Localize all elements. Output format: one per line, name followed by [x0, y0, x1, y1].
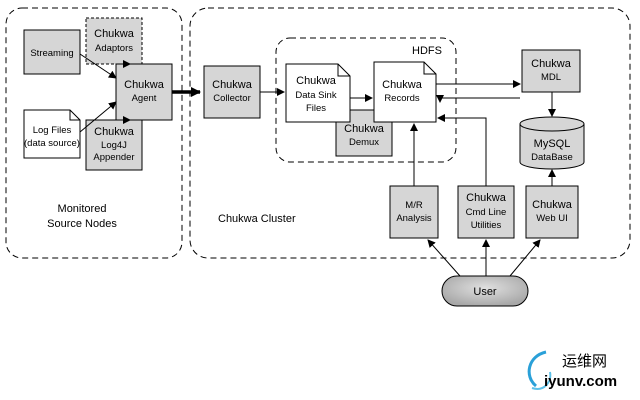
watermark-swirl-icon: 运维网 iyunv.com	[527, 350, 617, 390]
webui-label-2: Web UI	[536, 213, 568, 224]
adaptors-label-1: Chukwa	[94, 28, 135, 40]
adaptors-node: Chukwa Adaptors	[85, 17, 143, 65]
mdl-label-1: Chukwa	[531, 58, 572, 70]
edge-streaming-agent	[79, 53, 117, 79]
webui-label-1: Chukwa	[532, 199, 573, 211]
records-label-2: Records	[384, 93, 420, 104]
streaming-node: Streaming	[23, 29, 81, 75]
log4j-label-3: Appender	[93, 152, 134, 163]
source-nodes-label-2: Source Nodes	[47, 218, 117, 230]
mysql-database-node: MySQL DataBase	[519, 116, 585, 170]
edge-logfiles-agent	[79, 101, 117, 133]
demux-label-2: Demux	[349, 137, 379, 148]
edge-cmd-records	[437, 114, 487, 186]
watermark-brand: 运维网	[562, 353, 607, 370]
agent-label-2: Agent	[132, 93, 157, 104]
mr-label-1: M/R	[405, 200, 423, 211]
log-files-node: Log Files (data source)	[23, 109, 81, 159]
user-node: User	[441, 275, 529, 307]
log4j-label-1: Chukwa	[94, 126, 135, 138]
mdl-node: Chukwa MDL	[521, 49, 581, 93]
cmd-label-3: Utilities	[471, 220, 502, 231]
demux-node: Chukwa Demux	[335, 109, 393, 157]
agent-node: Chukwa Agent	[115, 63, 173, 121]
source-nodes-label-1: Monitored	[58, 203, 107, 215]
log-files-label-1: Log Files	[33, 125, 72, 136]
edges	[79, 53, 556, 277]
sink-files-label-2: Data Sink	[295, 90, 336, 101]
adaptors-label-2: Adaptors	[95, 43, 133, 54]
cluster-label: Chukwa Cluster	[218, 213, 296, 225]
records-label-1: Chukwa	[382, 79, 423, 91]
demux-label-1: Chukwa	[344, 123, 385, 135]
log-files-label-2: (data source)	[24, 138, 80, 149]
agent-label-1: Chukwa	[124, 79, 165, 91]
mysql-label-1: MySQL	[534, 138, 571, 150]
edge-user-mr	[427, 239, 461, 277]
edge-user-webui	[509, 239, 541, 277]
chukwa-cluster-region: Chukwa Cluster	[189, 7, 631, 259]
watermark-logo: 运维网 iyunv.com	[522, 346, 632, 394]
cmd-line-utilities-node: Chukwa Cmd Line Utilities	[457, 185, 515, 239]
watermark-domain: iyunv.com	[544, 373, 617, 390]
mdl-label-2: MDL	[541, 72, 561, 83]
collector-label-2: Collector	[213, 93, 251, 104]
source-nodes-region: Monitored Source Nodes	[5, 7, 183, 259]
sink-files-label-3: Files	[306, 103, 326, 114]
hdfs-label: HDFS	[412, 45, 442, 57]
cmd-label-2: Cmd Line	[466, 207, 507, 218]
mysql-label-2: DataBase	[531, 152, 573, 163]
user-label: User	[473, 286, 497, 298]
mr-label-2: Analysis	[396, 213, 432, 224]
hdfs-region: HDFS	[275, 37, 457, 163]
cmd-label-1: Chukwa	[466, 192, 507, 204]
records-node: Chukwa Records	[373, 61, 437, 123]
edge-mdl-records	[436, 95, 520, 103]
collector-label-1: Chukwa	[212, 79, 253, 91]
streaming-label: Streaming	[30, 48, 73, 59]
sink-files-label-1: Chukwa	[296, 75, 337, 87]
log4j-label-2: Log4J	[101, 140, 127, 151]
mr-analysis-node: M/R Analysis	[389, 185, 439, 239]
collector-node: Chukwa Collector	[203, 65, 261, 119]
web-ui-node: Chukwa Web UI	[525, 185, 579, 239]
log4j-appender-node: Chukwa Log4J Appender	[85, 119, 143, 171]
data-sink-files-node: Chukwa Data Sink Files	[285, 63, 351, 123]
